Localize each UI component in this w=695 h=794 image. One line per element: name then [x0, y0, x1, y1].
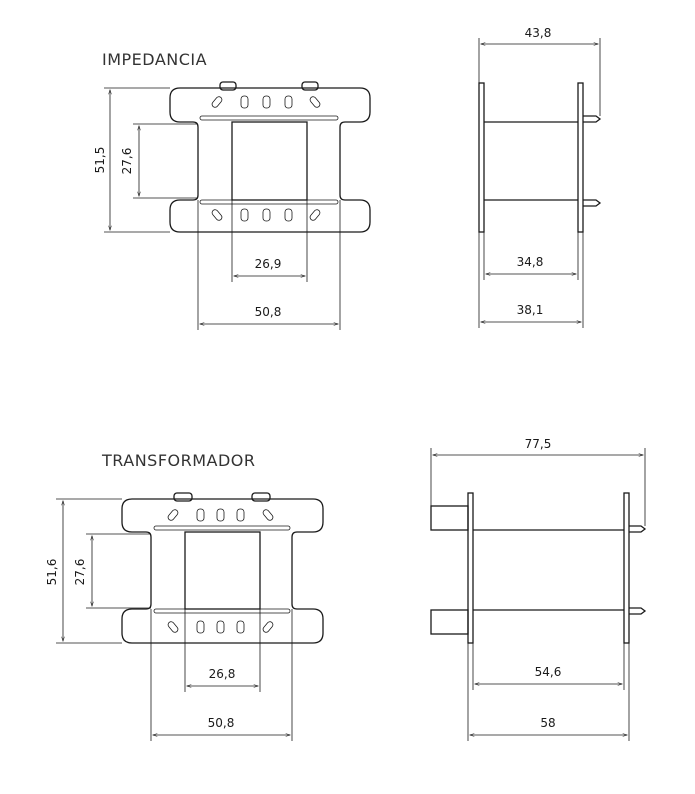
transformador-front-dimensions: 51,6 27,6 26,8 50,8 — [45, 498, 293, 741]
impedancia-length-inner-label: 34,8 — [517, 255, 544, 269]
impedancia-length-flange-label: 38,1 — [517, 303, 544, 317]
transformador-side-dimensions: 77,5 54,6 58 — [430, 437, 646, 741]
transformador-front-view — [121, 492, 324, 644]
impedancia-front-dimensions: 51,5 27,6 26,9 50,8 — [93, 87, 341, 330]
impedancia-width-inner-label: 26,9 — [255, 257, 282, 271]
impedancia-length-total-label: 43,8 — [525, 26, 552, 40]
transformador-height-outer-label: 51,6 — [45, 559, 59, 586]
impedancia-height-outer-label: 51,5 — [93, 147, 107, 174]
transformador-title: TRANSFORMADOR — [101, 451, 256, 470]
impedancia-width-outer-label: 50,8 — [255, 305, 282, 319]
transformador-length-flange-label: 58 — [540, 716, 555, 730]
transformador-height-inner-label: 27,6 — [73, 559, 87, 586]
impedancia-side-dimensions: 43,8 34,8 38,1 — [478, 26, 601, 328]
transformador-length-total-label: 77,5 — [525, 437, 552, 451]
impedancia-height-inner-label: 27,6 — [120, 148, 134, 175]
impedancia-side-view — [478, 82, 602, 233]
impedancia-title: IMPEDANCIA — [102, 50, 207, 69]
transformador-length-inner-label: 54,6 — [535, 665, 562, 679]
impedancia-front-view — [169, 81, 371, 233]
transformador-side-view — [430, 492, 647, 644]
transformador-width-outer-label: 50,8 — [208, 716, 235, 730]
transformador-width-inner-label: 26,8 — [209, 667, 236, 681]
